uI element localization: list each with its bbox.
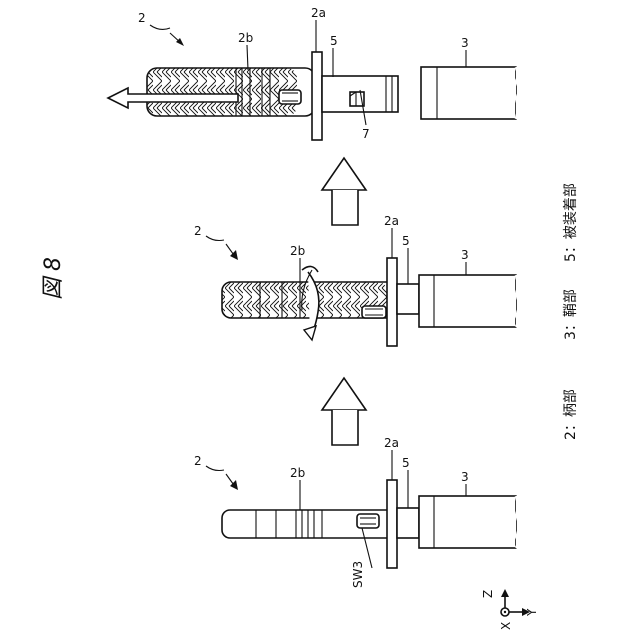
ref-2b-bottom: 2b: [290, 466, 305, 480]
guard-2a-top: [312, 52, 322, 140]
switch-middle: [362, 306, 386, 318]
legend-item-5: 5：被装着部: [563, 183, 579, 262]
legend: 2：柄部 3：鞘部 5：被装着部: [563, 183, 579, 440]
ref-2a-top: 2a: [311, 6, 326, 20]
attached-part-5-bottom: [397, 508, 419, 538]
figure-title: 図 8: [41, 257, 66, 300]
stage-bottom: 2 2b 2a 5 3 SW3: [194, 436, 518, 588]
stage-top: 2 2b 2a 5 3 7: [108, 6, 518, 141]
ref-2-top: 2: [138, 11, 146, 25]
ref-3-top: 3: [461, 36, 469, 50]
ref-5-bottom: 5: [402, 456, 410, 470]
handle-2-bottom: [222, 510, 397, 538]
axis-label-y: Y: [525, 608, 539, 617]
axis-indicator: Z Y X: [481, 589, 539, 630]
ref-5-middle: 5: [402, 234, 410, 248]
ref-3-middle: 3: [461, 248, 469, 262]
axis-label-z: Z: [481, 590, 495, 598]
ref-3-bottom: 3: [461, 470, 469, 484]
ref-2-middle: 2: [194, 224, 202, 238]
sheath-3-middle: [419, 275, 518, 327]
ref-2b-middle: 2b: [290, 244, 305, 258]
handle-2-top: [147, 68, 315, 116]
legend-item-2: 2：柄部: [563, 389, 579, 440]
guard-2a-bottom: [387, 480, 397, 568]
switch-top: [279, 90, 301, 104]
axis-label-x: X: [499, 622, 513, 630]
ref-5-top: 5: [330, 34, 338, 48]
stage-middle: 2 2b 2a 5 3: [194, 214, 518, 346]
ref-2a-middle: 2a: [384, 214, 399, 228]
ref-2b-top: 2b: [238, 31, 253, 45]
sheath-3-bottom: [419, 496, 518, 548]
ref-2-bottom: 2: [194, 454, 202, 468]
switch-sw3: [357, 514, 379, 528]
ref-sw3: SW3: [351, 561, 365, 588]
legend-item-3: 3：鞘部: [563, 289, 579, 340]
sheath-3-top: [421, 67, 518, 119]
attached-part-5-middle: [397, 284, 419, 314]
guard-2a-middle: [387, 258, 397, 346]
ref-7: 7: [362, 127, 370, 141]
ref-2a-bottom: 2a: [384, 436, 399, 450]
